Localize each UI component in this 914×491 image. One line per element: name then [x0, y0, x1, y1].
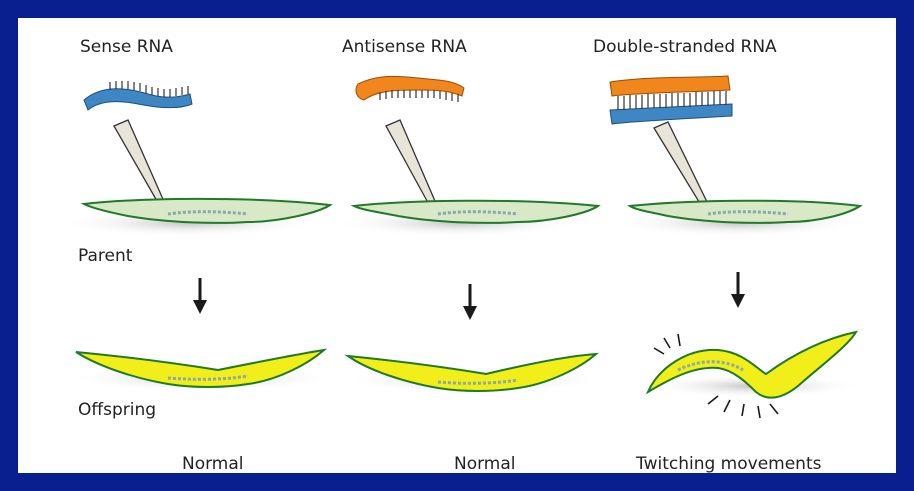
- row-label-parent: Parent: [78, 246, 132, 266]
- sense-rna-strand: [84, 81, 192, 110]
- injection-needle: [654, 122, 710, 210]
- column-title-antisense: Antisense RNA: [342, 37, 467, 57]
- outcome-sense: Normal: [182, 454, 244, 474]
- twitching-worm: [643, 332, 863, 398]
- injection-needle: [386, 120, 438, 210]
- parent-worm: [58, 199, 330, 237]
- column-title-sense: Sense RNA: [80, 37, 173, 57]
- injection-needle: [114, 120, 166, 208]
- down-arrowhead: [193, 300, 207, 314]
- outcome-dsrna: Twitching movements: [636, 454, 821, 474]
- column-title-dsrna: Double-stranded RNA: [593, 37, 777, 57]
- down-arrowhead: [731, 294, 745, 308]
- down-arrowhead: [463, 306, 477, 320]
- parent-worm: [613, 201, 863, 237]
- figure-panel: Sense RNA Antisense RNA Double-stranded …: [18, 18, 896, 473]
- double-stranded-rna: [610, 76, 732, 124]
- offspring-worm: [343, 354, 603, 394]
- offspring-worm: [68, 350, 338, 392]
- outcome-antisense: Normal: [454, 454, 516, 474]
- parent-worm: [333, 201, 598, 237]
- antisense-rna-strand: [356, 76, 464, 102]
- row-label-offspring: Offspring: [78, 400, 156, 420]
